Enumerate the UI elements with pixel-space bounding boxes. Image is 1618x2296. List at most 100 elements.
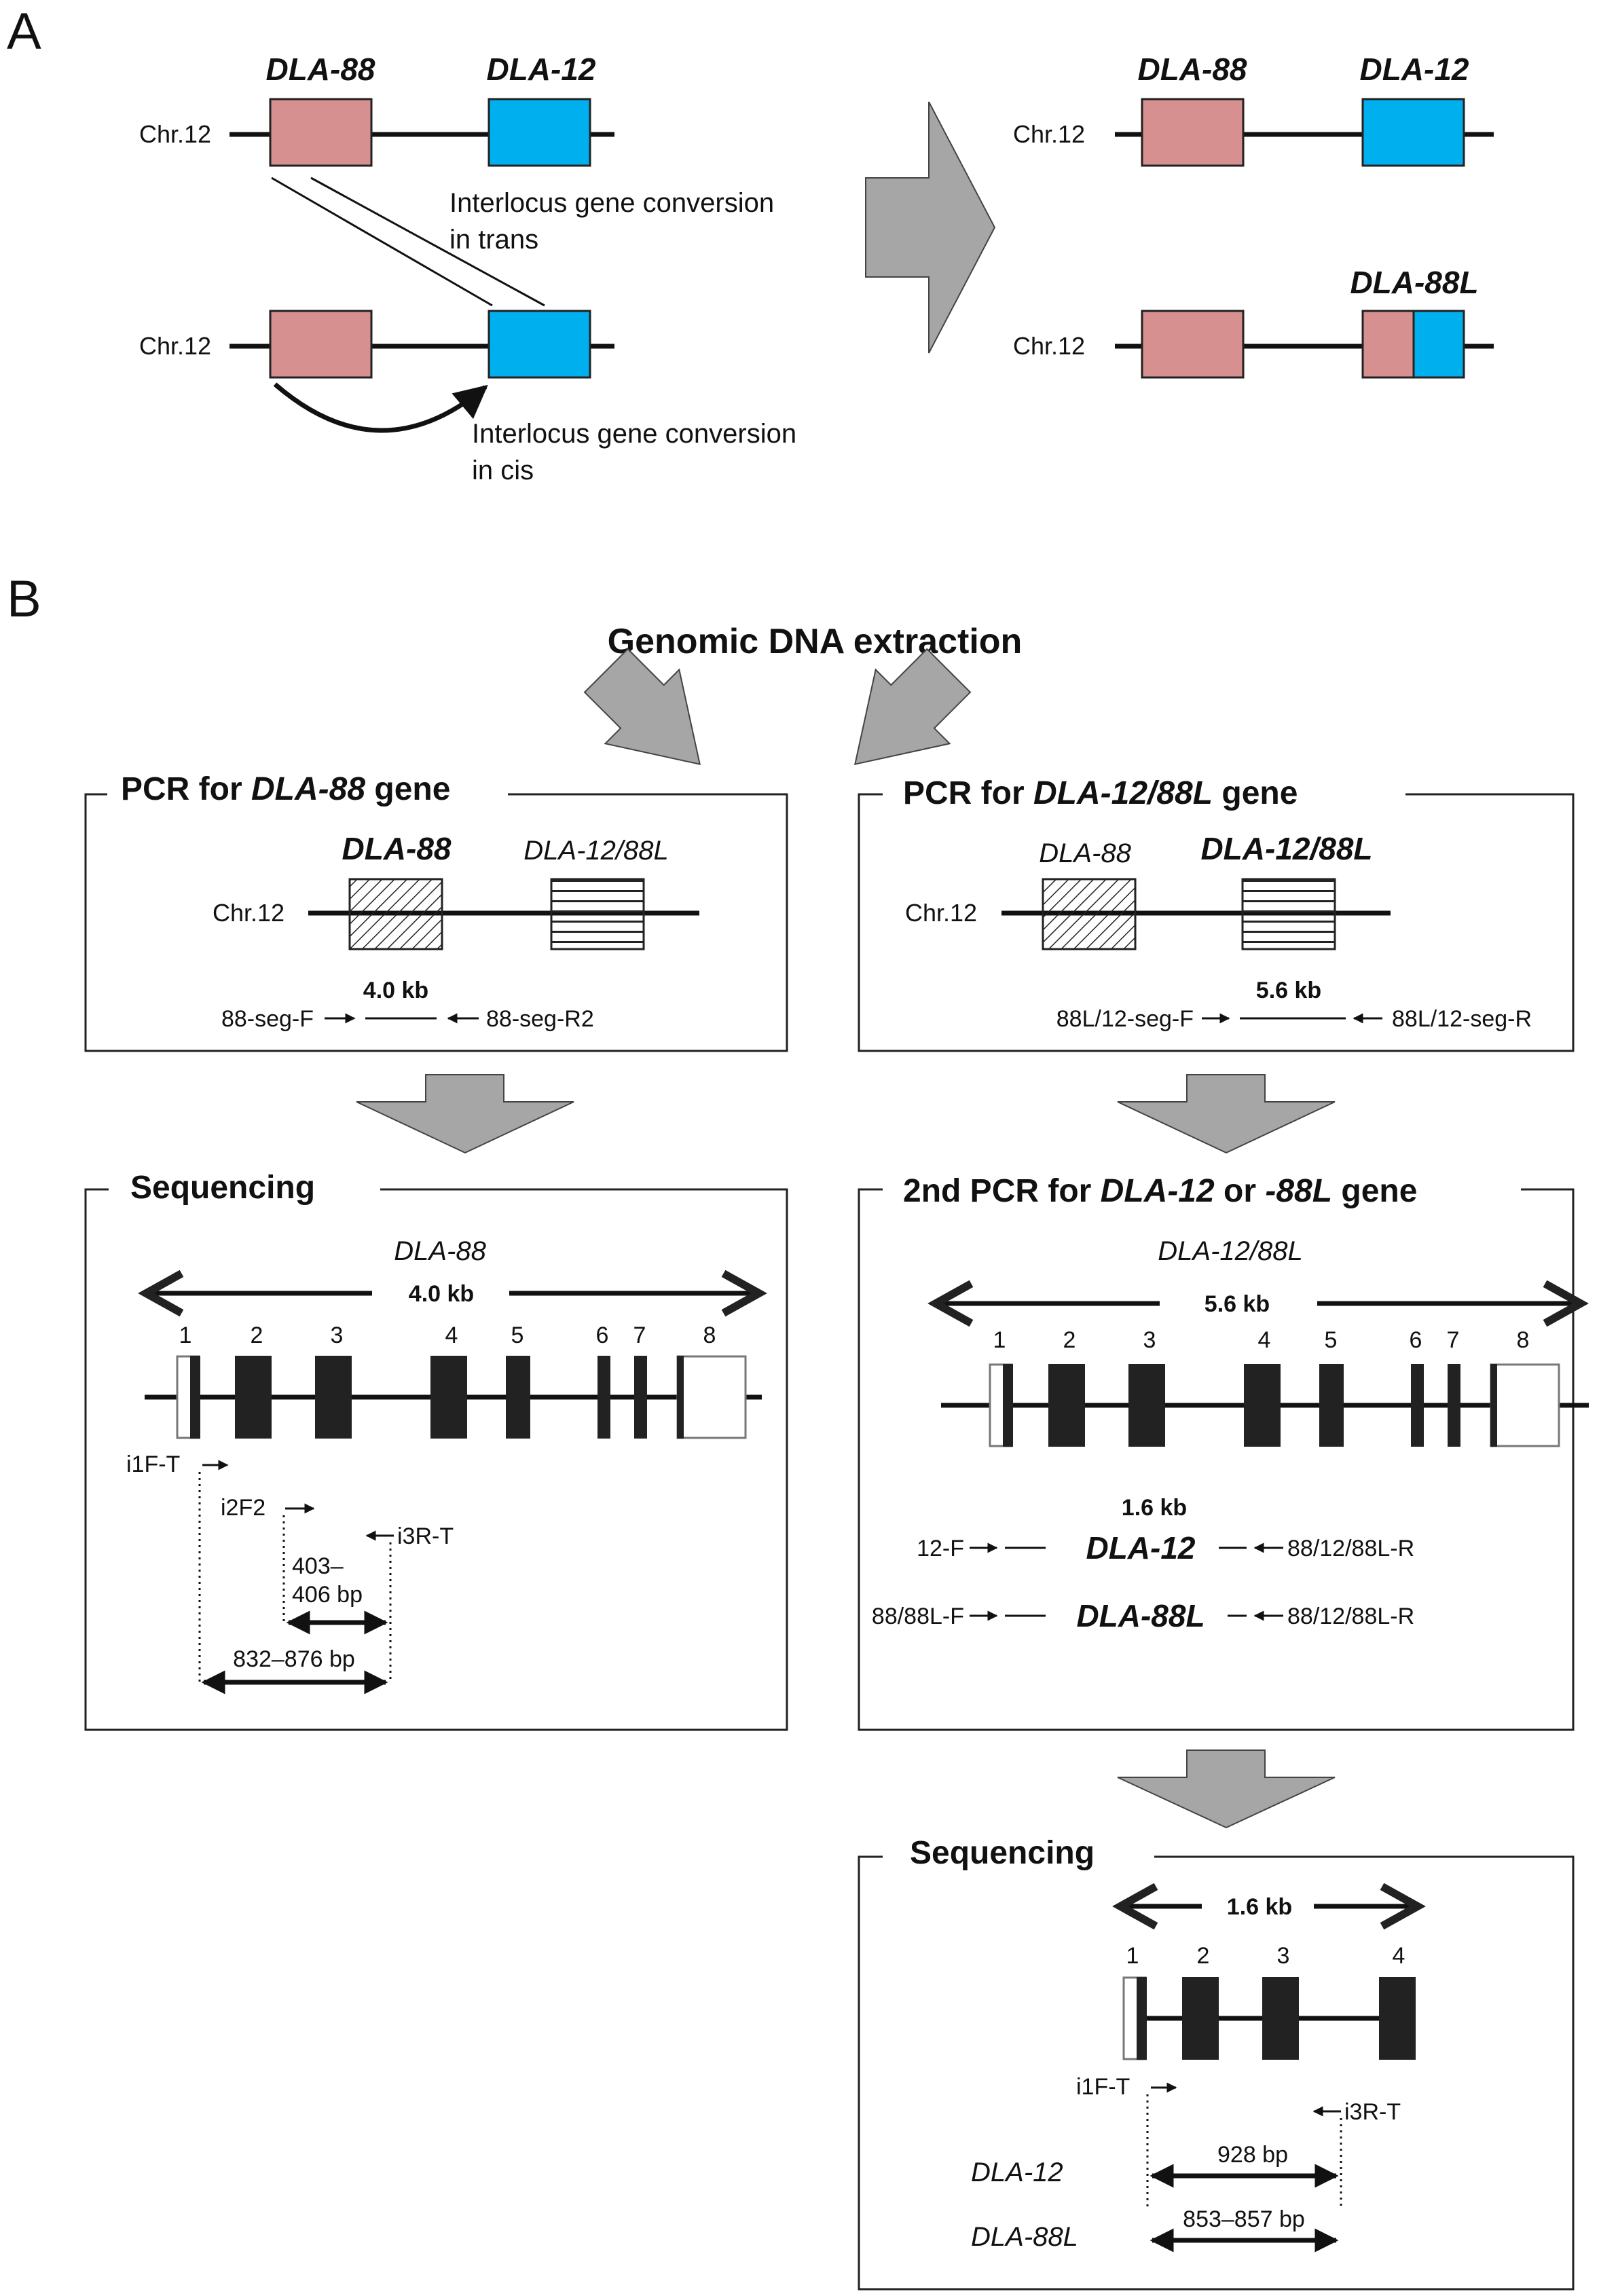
exon-number: 1 (993, 1327, 1006, 1353)
dla88-box (269, 310, 373, 379)
box-frame (858, 793, 1575, 1052)
title-mid: or (1215, 1173, 1266, 1209)
gene-label-dla88l: DLA-88L (971, 2222, 1078, 2252)
box-title: 2nd PCR for DLA-12 or -88L gene (903, 1173, 1417, 1209)
row-gene-dla12: DLA-12 (1086, 1530, 1195, 1566)
dla88l-left-half (1361, 310, 1415, 379)
chr-label: Chr.12 (905, 899, 977, 927)
cis-note-line2: in cis (472, 456, 534, 485)
gene-other-label: DLA-12/88L (523, 836, 668, 866)
inner-size-line2: 406 bp (292, 1582, 363, 1608)
exon-number: 3 (1143, 1327, 1156, 1353)
chr-label: Chr.12 (139, 120, 211, 148)
title-gene: DLA-88 (251, 771, 365, 807)
chr-label: Chr.12 (139, 332, 211, 360)
panel-a-left-bottom-chromosome: Chr.12 (139, 310, 614, 379)
primer-i3r-label: i3R-T (397, 1523, 454, 1549)
down-arrow (356, 1074, 574, 1154)
exon-number: 2 (251, 1322, 263, 1348)
exon-2 (1182, 1977, 1219, 2060)
down-arrow (1117, 1074, 1336, 1154)
title-pre: PCR for (903, 775, 1033, 811)
title-mask (109, 1164, 380, 1205)
primer-reverse-label: 88/12/88L-R (1287, 1604, 1414, 1629)
dla12-88l-striped-box (550, 878, 645, 950)
exon-2 (235, 1356, 272, 1439)
dla88-box (1141, 98, 1245, 167)
exon-1 (1137, 1977, 1147, 2060)
exon-8 (677, 1356, 684, 1439)
exon-4 (1379, 1977, 1416, 2060)
panel-a-label: A (7, 3, 41, 60)
box-title: Sequencing (130, 1170, 315, 1206)
box-title: PCR for DLA-88 gene (121, 771, 450, 807)
exon-3 (315, 1356, 352, 1439)
cis-note-line1: Interlocus gene conversion (472, 419, 796, 449)
amplicon-size: 5.6 kb (1256, 978, 1321, 1003)
box-frame (858, 1855, 1575, 2291)
trans-conversion-line (271, 177, 493, 307)
pcr-dla88-box: PCR for DLA-88 gene DLA-88 DLA-12/88L Ch… (84, 771, 788, 1052)
exon-number: 1 (179, 1322, 192, 1348)
box-frame (858, 1188, 1575, 1731)
primer-reverse-label: 88L/12-seg-R (1392, 1006, 1532, 1032)
title-gene: DLA-12/88L (1033, 775, 1213, 811)
dla88-hatched-box (348, 878, 443, 950)
chr-label: Chr.12 (1013, 332, 1085, 360)
span-size: 1.6 kb (1227, 1894, 1292, 1920)
exon-5 (1319, 1364, 1344, 1447)
exon-number: 1 (1126, 1943, 1139, 1969)
title-gene2: -88L (1265, 1173, 1332, 1209)
title-pre: PCR for (121, 771, 251, 807)
down-left-arrow (853, 648, 972, 766)
title-mask (883, 1832, 1154, 1872)
genomic-dna-title: Genomic DNA extraction (608, 622, 1023, 661)
dla12-88l-striped-box (1241, 878, 1336, 950)
exon-number: 4 (445, 1322, 458, 1348)
title-mask (107, 771, 508, 811)
exon-8-utr (1490, 1363, 1560, 1447)
panel-b-label: B (7, 570, 41, 628)
primer-i2f-label: i2F2 (221, 1495, 265, 1521)
box-title: Sequencing (910, 1835, 1095, 1871)
title-post: gene (1213, 775, 1298, 811)
exon-6 (597, 1356, 610, 1439)
exon-4 (430, 1356, 467, 1439)
panel-a-right-bottom-chromosome: Chr.12 DLA-88L (1013, 265, 1494, 379)
exon-1 (190, 1356, 200, 1439)
exon-3 (1128, 1364, 1165, 1447)
primer-i3r-label: i3R-T (1344, 2099, 1401, 2125)
size-label-dla12: 928 bp (1217, 2142, 1288, 2168)
primer-i1f-label: i1F-T (1076, 2074, 1130, 2100)
exon-5 (506, 1356, 530, 1439)
size-label-dla88l: 853–857 bp (1183, 2206, 1305, 2232)
sequencing-dla12-88l-box: Sequencing 1.6 kb 1 2 3 4 i1F-T i3R-T DL… (858, 1832, 1575, 2291)
exon-number: 6 (596, 1322, 609, 1348)
gene-label: DLA-12/88L (1158, 1236, 1302, 1266)
exon-number: 5 (1325, 1327, 1338, 1353)
amplicon-size: 1.6 kb (1122, 1495, 1187, 1521)
exon-6 (1411, 1364, 1424, 1447)
second-pcr-box: 2nd PCR for DLA-12 or -88L gene DLA-12/8… (858, 1164, 1589, 1731)
gene-label-dla12: DLA-12 (1359, 52, 1469, 87)
chr-label: Chr.12 (1013, 120, 1085, 148)
exon-8 (1490, 1364, 1497, 1447)
exon-2 (1048, 1364, 1085, 1447)
primer-forward-label: 88-seg-F (221, 1006, 314, 1032)
dla12-box (488, 98, 591, 167)
panel-a-process-arrow (865, 101, 996, 354)
pcr-dla12-88l-box: PCR for DLA-12/88L gene DLA-88 DLA-12/88… (858, 771, 1575, 1052)
trans-note-line2: in trans (449, 225, 538, 255)
trans-conversion-line (310, 177, 545, 307)
gene-label-dla12: DLA-12 (486, 52, 595, 87)
primer-reverse-label: 88/12/88L-R (1287, 1536, 1414, 1561)
outer-size-label: 832–876 bp (233, 1646, 355, 1672)
primer-reverse-label: 88-seg-R2 (486, 1006, 594, 1032)
gene-main-label: DLA-88 (342, 831, 451, 866)
dla12-box (488, 310, 591, 379)
panel-a-right-top-chromosome: Chr.12 DLA-88 DLA-12 (1013, 52, 1494, 167)
span-size: 4.0 kb (409, 1281, 474, 1307)
primer-12f-label: 12-F (917, 1536, 964, 1561)
gene-label-dla12: DLA-12 (971, 2158, 1063, 2187)
